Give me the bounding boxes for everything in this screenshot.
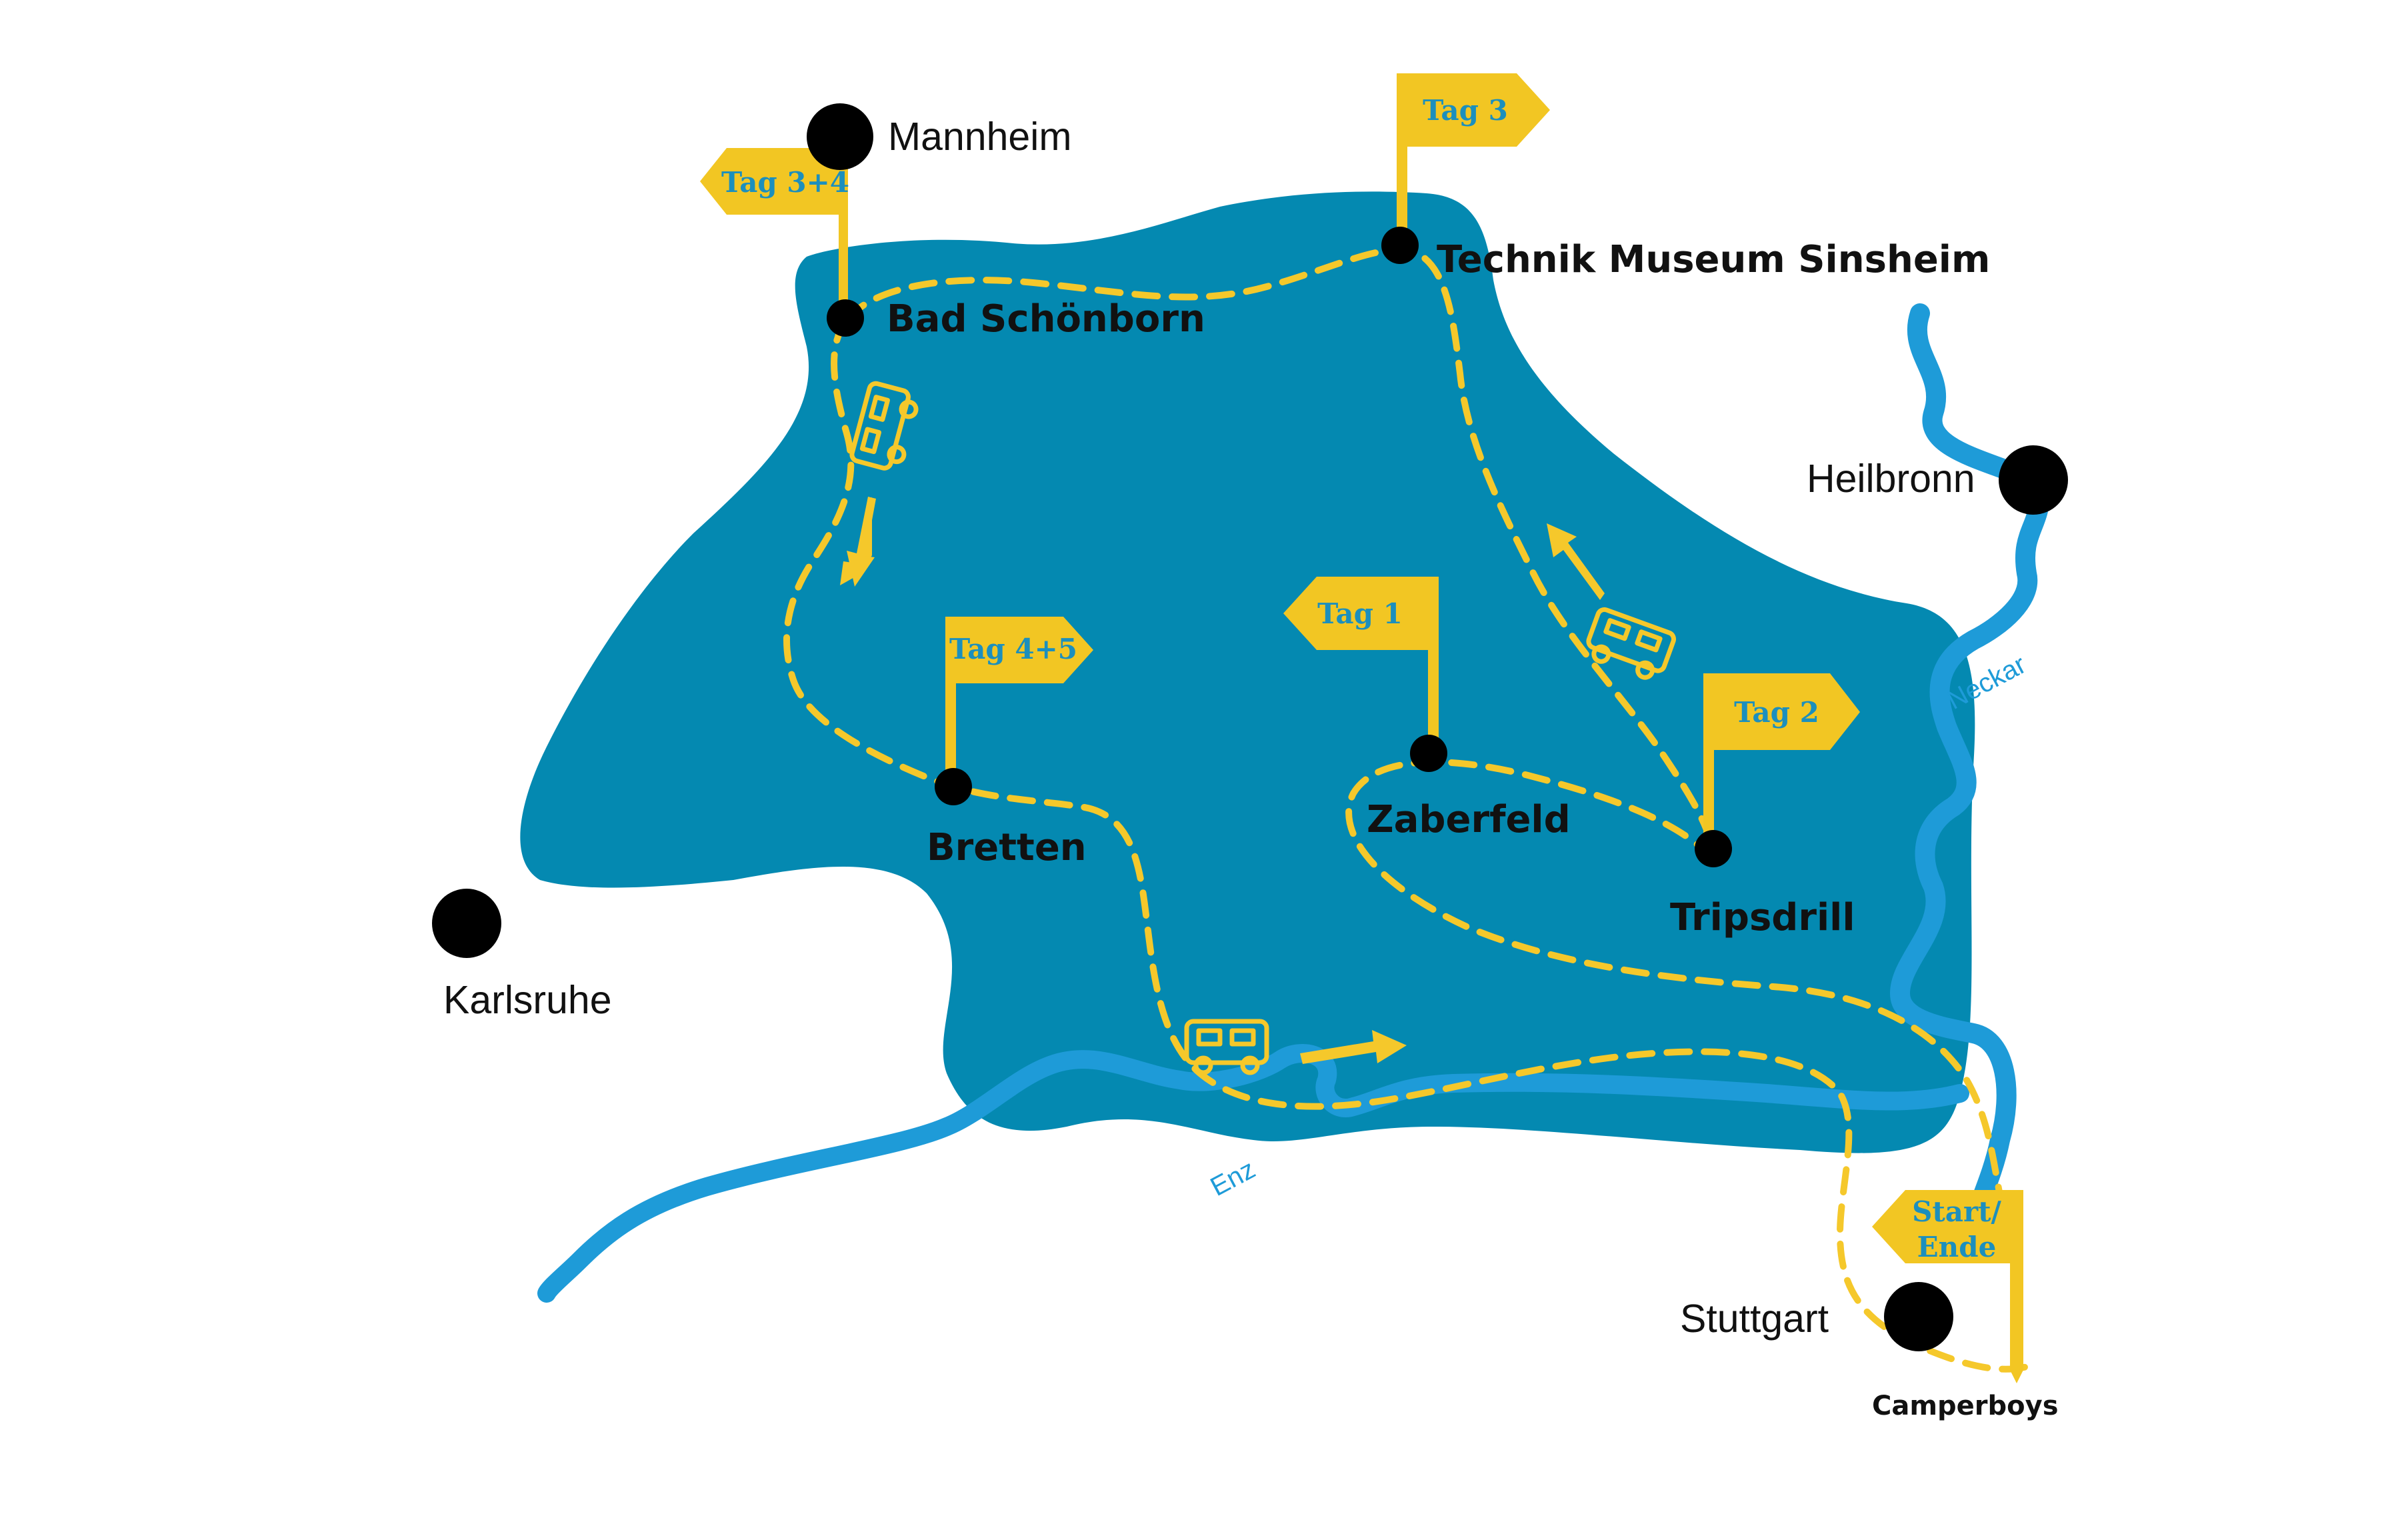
flag-tag-4-5: Tag 4+5	[945, 617, 1093, 787]
stop-label-bretten: Bretten	[927, 826, 1087, 869]
location-dot-icon	[432, 103, 2068, 1351]
stop-label-zaberfeld: Zaberfeld	[1367, 798, 1571, 841]
river-label-enz: Enz	[1206, 1155, 1261, 1202]
direction-arrow-icon	[1300, 1030, 1407, 1064]
flag-start-ende: Start/ Ende	[1872, 1190, 2023, 1383]
stop-label-technik-museum: Technik Museum Sinsheim	[1437, 238, 1990, 281]
flag-tag-2: Tag 2	[1703, 673, 1860, 853]
flag-label-tag-3: Tag 3	[1423, 94, 1508, 127]
flag-tag-3-4: Tag 3+4	[700, 148, 849, 320]
camper-van-icon	[1586, 607, 1677, 680]
stop-label-tripsdrill: Tripsdrill	[1670, 896, 1855, 939]
flag-label-tag-2: Tag 2	[1734, 696, 1819, 729]
stop-label-bad-schoenborn: Bad Schönborn	[887, 297, 1205, 341]
city-label-heilbronn: Heilbronn	[1807, 457, 1975, 501]
direction-arrow-icon	[840, 497, 876, 587]
city-label-stuttgart: Stuttgart	[1680, 1297, 1829, 1341]
stop-label-camperboys: Camperboys	[1872, 1391, 2059, 1421]
camper-van-icon	[1184, 1019, 1269, 1075]
flag-label-start: Start/	[1912, 1195, 2001, 1228]
camper-van-icon	[849, 381, 919, 471]
city-label-karlsruhe: Karlsruhe	[443, 978, 612, 1022]
direction-arrow-icon	[1547, 523, 1605, 600]
flag-label-tag-1: Tag 1	[1317, 597, 1403, 630]
flag-label-tag-3-4: Tag 3+4	[721, 166, 849, 199]
region-area	[520, 191, 1975, 1153]
camper-route	[783, 246, 2030, 1373]
flag-label-tag-4-5: Tag 4+5	[949, 633, 1077, 665]
flag-label-ende: Ende	[1917, 1231, 1997, 1263]
city-label-mannheim: Mannheim	[888, 115, 1071, 159]
flag-tag-1: Tag 1	[1283, 577, 1439, 767]
flag-tag-3: Tag 3	[1397, 73, 1550, 247]
